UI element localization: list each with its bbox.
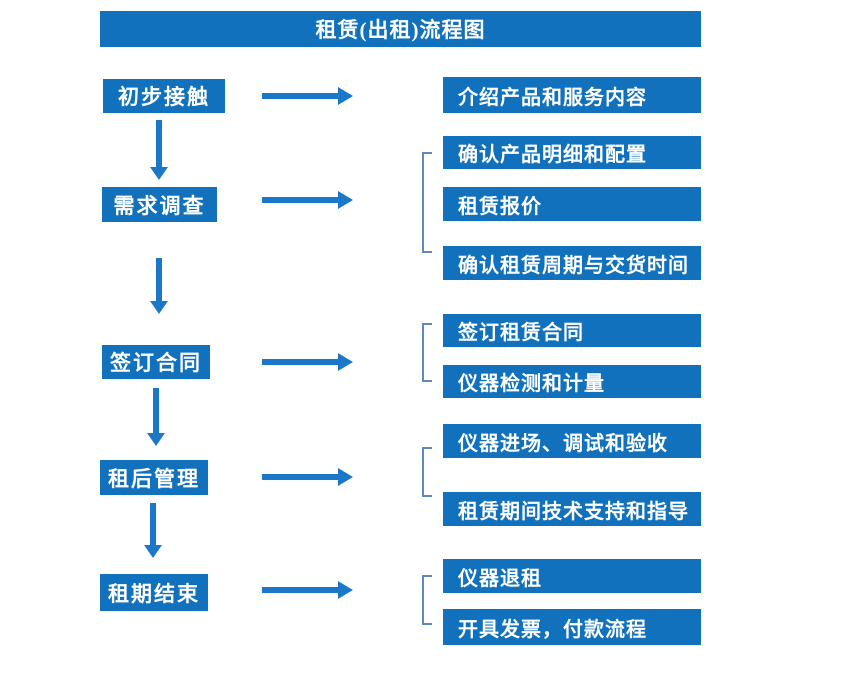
arrow-stem bbox=[262, 474, 338, 480]
detail-box-instrument-return: 仪器退租 bbox=[443, 559, 701, 593]
flow-arrow-down-2 bbox=[149, 258, 168, 314]
step-label: 租后管理 bbox=[108, 466, 200, 491]
arrow-head bbox=[149, 301, 168, 314]
detail-label: 仪器退租 bbox=[458, 567, 542, 590]
detail-label: 开具发票，付款流程 bbox=[458, 618, 647, 641]
step-box-rental-end: 租期结束 bbox=[100, 574, 208, 611]
detail-box-rental-quote: 租赁报价 bbox=[443, 187, 701, 221]
page-title: 租赁(出租)流程图 bbox=[315, 18, 486, 42]
step-box-demand-survey: 需求调查 bbox=[102, 187, 217, 222]
group-bracket-2 bbox=[422, 152, 432, 253]
arrow-head bbox=[338, 581, 353, 599]
detail-box-instrument-testing: 仪器检测和计量 bbox=[443, 365, 701, 398]
title-bar: 租赁(出租)流程图 bbox=[100, 11, 701, 47]
arrow-head bbox=[146, 433, 165, 446]
detail-label: 仪器进场、调试和验收 bbox=[458, 432, 668, 455]
arrow-head bbox=[338, 191, 353, 209]
arrow-stem bbox=[152, 388, 159, 433]
flow-arrow-down-3 bbox=[146, 388, 165, 446]
detail-box-invoice-payment: 开具发票，付款流程 bbox=[443, 609, 701, 645]
detail-label: 确认租赁周期与交货时间 bbox=[458, 254, 689, 277]
group-bracket-5 bbox=[422, 575, 432, 625]
group-bracket-3 bbox=[422, 323, 432, 382]
flow-arrow-down-4 bbox=[143, 503, 162, 558]
arrow-stem bbox=[262, 197, 338, 203]
detail-box-confirm-rental-period: 确认租赁周期与交货时间 bbox=[443, 246, 701, 280]
detail-label: 仪器检测和计量 bbox=[458, 373, 605, 395]
detail-box-introduce-products: 介绍产品和服务内容 bbox=[443, 77, 701, 113]
arrow-stem bbox=[262, 359, 338, 365]
flow-arrow-down-1 bbox=[149, 120, 168, 180]
arrow-stem bbox=[262, 587, 338, 593]
step-label: 签订合同 bbox=[110, 351, 202, 375]
arrow-stem bbox=[262, 93, 338, 99]
group-bracket-4 bbox=[422, 447, 432, 497]
arrow-head bbox=[338, 353, 353, 371]
arrow-head bbox=[143, 545, 162, 558]
flow-arrow-right-5 bbox=[262, 581, 353, 599]
arrow-stem bbox=[155, 258, 162, 301]
flow-arrow-right-2 bbox=[262, 191, 353, 209]
detail-label: 介绍产品和服务内容 bbox=[458, 86, 647, 109]
arrow-head bbox=[338, 87, 353, 105]
detail-label: 租赁报价 bbox=[458, 195, 542, 218]
flow-arrow-right-1 bbox=[262, 87, 353, 105]
detail-label: 确认产品明细和配置 bbox=[458, 144, 647, 166]
detail-box-technical-support: 租赁期间技术支持和指导 bbox=[443, 492, 701, 526]
step-label: 初步接触 bbox=[118, 85, 210, 109]
step-label: 需求调查 bbox=[113, 193, 206, 218]
arrow-head bbox=[338, 468, 353, 486]
arrow-stem bbox=[149, 503, 156, 545]
arrow-stem bbox=[155, 120, 162, 167]
flow-arrow-right-3 bbox=[262, 353, 353, 371]
arrow-head bbox=[149, 167, 168, 180]
detail-label: 签订租赁合同 bbox=[458, 322, 584, 344]
detail-label: 租赁期间技术支持和指导 bbox=[458, 500, 689, 523]
step-box-post-rental-management: 租后管理 bbox=[100, 460, 208, 495]
detail-box-confirm-product-details: 确认产品明细和配置 bbox=[443, 136, 701, 169]
flow-arrow-right-4 bbox=[262, 468, 353, 486]
detail-box-instrument-entry-acceptance: 仪器进场、调试和验收 bbox=[443, 424, 701, 458]
detail-box-sign-rental-contract: 签订租赁合同 bbox=[443, 314, 701, 347]
step-label: 租期结束 bbox=[108, 581, 200, 606]
step-box-initial-contact: 初步接触 bbox=[103, 79, 225, 113]
step-box-sign-contract: 签订合同 bbox=[102, 345, 210, 379]
